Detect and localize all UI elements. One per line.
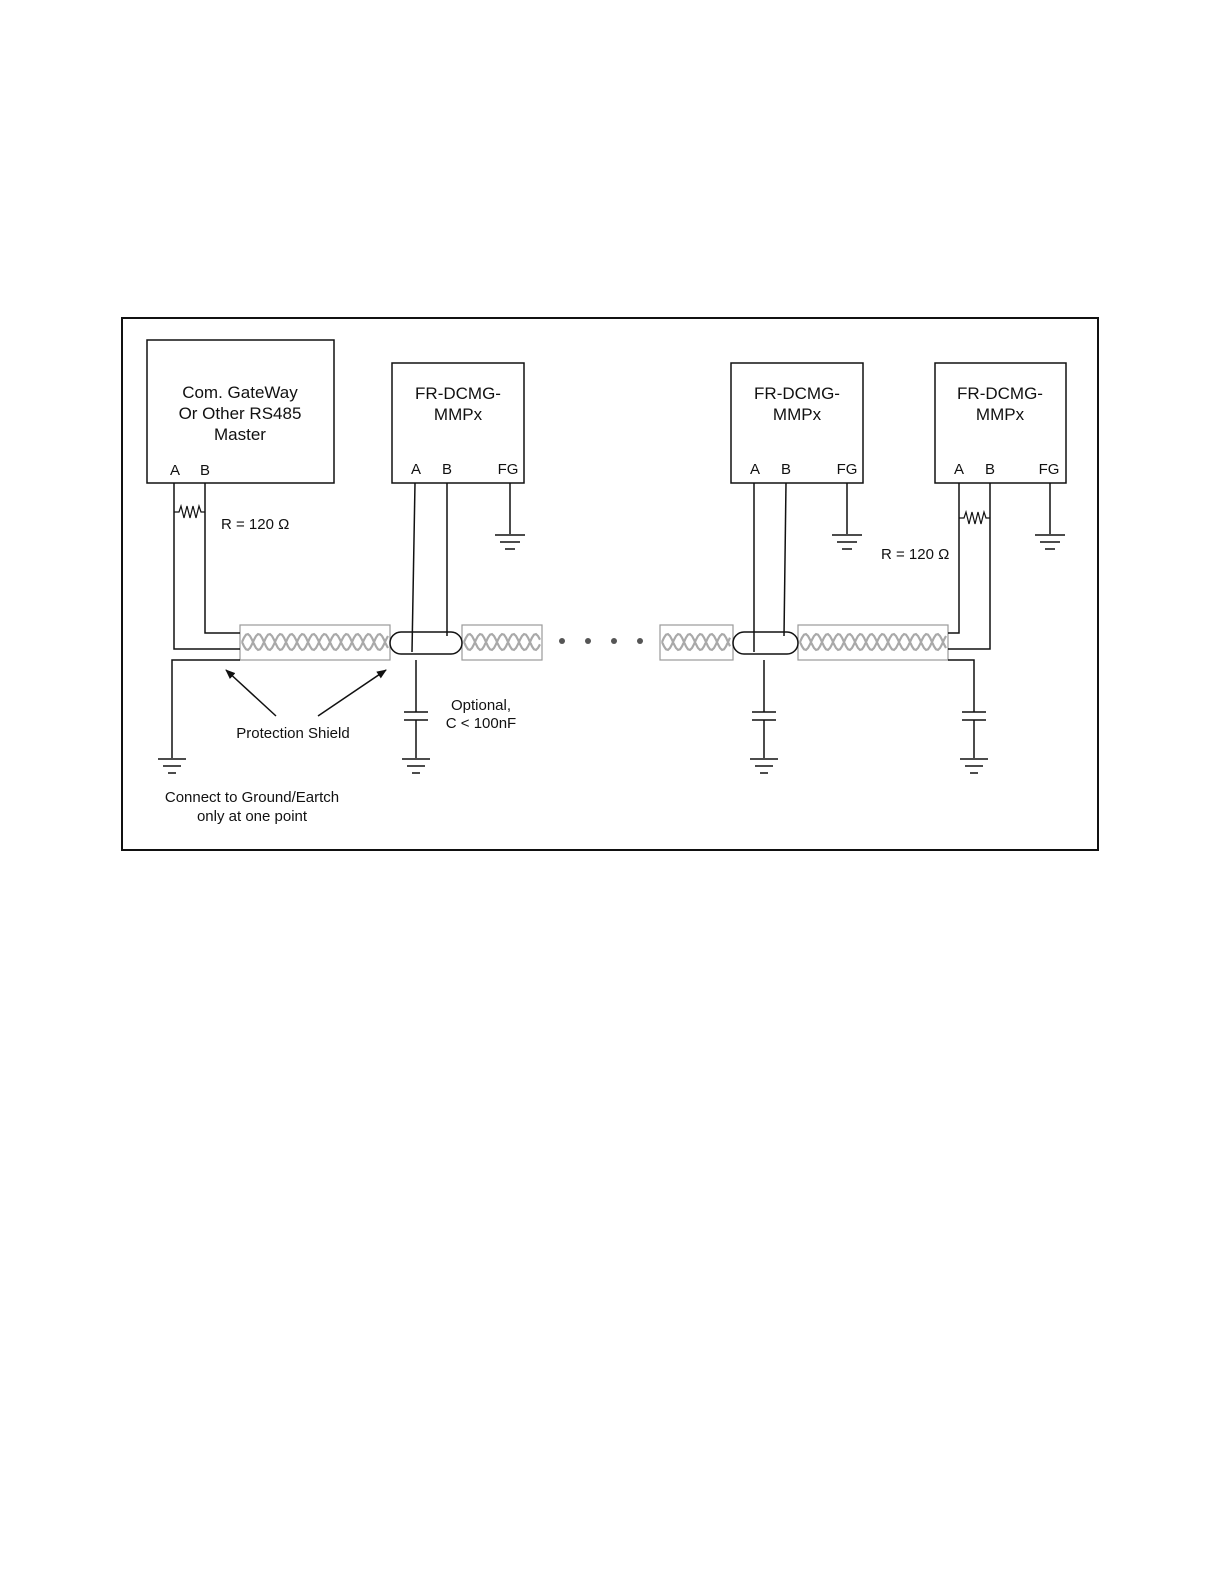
ground-note-line2: only at one point <box>197 808 308 825</box>
slave-3-wire-a <box>948 483 959 633</box>
slave-3-title-line2: MMPx <box>976 405 1025 424</box>
resistor-left-label: R = 120 Ω <box>221 516 289 533</box>
cable-joint-2 <box>733 632 798 654</box>
slave-1-wire-a <box>412 483 415 652</box>
slave-1-title-line2: MMPx <box>434 405 483 424</box>
slave-device-3: FR-DCMG- MMPx A B FG <box>935 363 1066 483</box>
slave-2-pin-b: B <box>781 461 791 478</box>
slave-1-pin-fg: FG <box>498 461 519 478</box>
resistor-right-label: R = 120 Ω <box>881 546 949 563</box>
continuation-dot-2 <box>585 638 591 644</box>
slave-3-pin-fg: FG <box>1039 461 1060 478</box>
shield-arrow-right <box>318 670 386 716</box>
master-title-line2: Or Other RS485 <box>179 404 302 423</box>
cable-segment-4 <box>798 625 948 660</box>
slave-1-title-line1: FR-DCMG- <box>415 384 501 403</box>
master-title-line3: Master <box>214 425 266 444</box>
slave-2-title-line1: FR-DCMG- <box>754 384 840 403</box>
continuation-dot-3 <box>611 638 617 644</box>
cable-segment-3 <box>660 625 733 660</box>
slave-3-pin-a: A <box>954 461 964 478</box>
continuation-dot-1 <box>559 638 565 644</box>
optional-capacitor-label-line1: Optional, <box>451 697 511 714</box>
master-pin-a: A <box>170 462 180 479</box>
protection-shield-label: Protection Shield <box>236 725 349 742</box>
resistor-left-icon <box>174 506 205 518</box>
shield-ground-wire <box>172 660 240 758</box>
master-wire-a <box>174 483 240 649</box>
slave-2-title-line2: MMPx <box>773 405 822 424</box>
slave-device-1: FR-DCMG- MMPx A B FG <box>392 363 524 483</box>
slave-3-wire-b <box>948 483 990 649</box>
cable-segment-1 <box>240 625 390 660</box>
ground-note-line1: Connect to Ground/Eartch <box>165 789 339 806</box>
slave-device-2: FR-DCMG- MMPx A B FG <box>731 363 863 483</box>
master-wire-b <box>205 483 240 633</box>
slave-3-cap-wire-top <box>948 660 974 712</box>
twisted-pair-cable <box>240 625 948 660</box>
annotations: Protection Shield Optional, C < 100nF Co… <box>165 670 516 825</box>
resistor-right-icon <box>959 512 990 524</box>
slave-2-wire-b <box>784 483 786 636</box>
slave-3-title-line1: FR-DCMG- <box>957 384 1043 403</box>
slave-2-pin-fg: FG <box>837 461 858 478</box>
optional-capacitor-label-line2: C < 100nF <box>446 715 516 732</box>
shield-arrow-left <box>226 670 276 716</box>
cable-joint-1 <box>390 632 462 654</box>
slave-1-pin-b: B <box>442 461 452 478</box>
slave-1-pin-a: A <box>411 461 421 478</box>
continuation-dot-4 <box>637 638 643 644</box>
slave-2-pin-a: A <box>750 461 760 478</box>
slave-3-pin-b: B <box>985 461 995 478</box>
master-title-line1: Com. GateWay <box>182 383 298 402</box>
master-pin-b: B <box>200 462 210 479</box>
master-device: Com. GateWay Or Other RS485 Master A B <box>147 340 334 483</box>
